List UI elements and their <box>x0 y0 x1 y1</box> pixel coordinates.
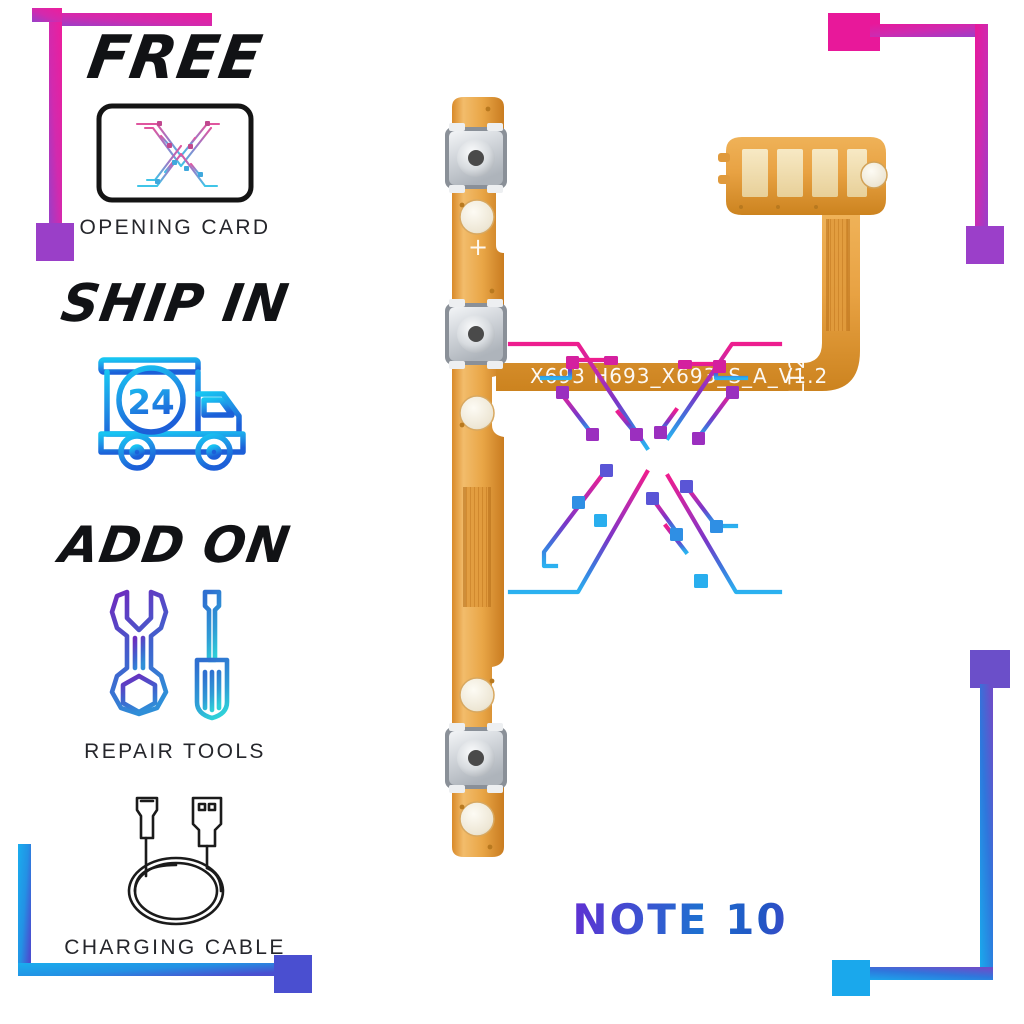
feature-column: FREE <box>0 0 350 1024</box>
truck-badge-24: 24 <box>127 383 174 423</box>
feature-title-ship: SHIP IN <box>57 274 293 334</box>
feature-repair-tools: ADD ON <box>0 516 350 764</box>
feature-caption-repair-tools: REPAIR TOOLS <box>84 740 266 763</box>
connector-pads <box>742 149 867 197</box>
silkscreen-volume-mark: + <box>468 233 488 261</box>
bottom-left-corner-bracket <box>12 838 322 1018</box>
connector-head <box>718 137 888 331</box>
top-left-corner-bracket <box>18 8 238 261</box>
silkscreen-board-code: X693 H693_X693_S_A_V1.2 <box>530 364 828 388</box>
flex-main-strip <box>452 97 504 857</box>
charging-cable-icon <box>127 796 225 926</box>
power-volume-button-flex-cable: X693 H693_X693_S_A_V1.2 LT2121 + P <box>430 95 910 875</box>
feature-shipping: SHIP IN <box>0 274 350 492</box>
feature-charging-cable: CHARGING CABLE <box>0 790 350 960</box>
power-switch <box>445 723 507 793</box>
bottom-right-corner-bracket <box>822 640 1022 1012</box>
volume-up-switch <box>445 123 507 193</box>
delivery-truck-icon: 24 <box>96 357 250 473</box>
volume-down-switch <box>445 299 507 369</box>
opening-card-icon <box>96 103 254 203</box>
feature-opening-card: FREE <box>0 23 350 240</box>
top-right-corner-bracket <box>818 8 1018 264</box>
feature-caption-charging-cable: CHARGING CABLE <box>64 936 286 959</box>
feature-title-free: FREE <box>82 23 268 93</box>
alignment-hole <box>860 161 888 189</box>
feature-caption-opening-card: OPENING CARD <box>79 216 271 239</box>
feature-title-addon: ADD ON <box>55 516 295 574</box>
silkscreen-side-code: LT2121 <box>785 308 809 395</box>
wrench-screwdriver-icon <box>109 589 230 721</box>
model-label: NOTE 10 <box>500 895 860 944</box>
